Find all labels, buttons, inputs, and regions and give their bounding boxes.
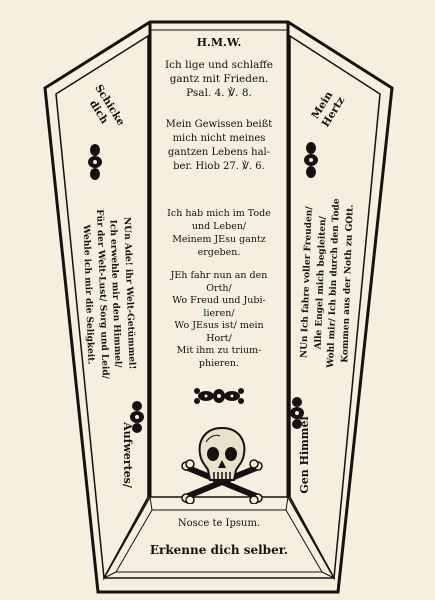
verse-psalm: Ich lige und schlaffe gantz mit Frieden.… — [150, 58, 288, 100]
verse-line: ergeben. — [197, 247, 241, 258]
verse-line: JEh fahr nun an den — [170, 270, 268, 281]
verse-line: Meinem JEsu gantz — [172, 234, 266, 245]
verse-line: Mit ihm zu trium- — [176, 345, 262, 356]
verse-line: Orth/ — [206, 282, 232, 294]
verse-line: Ich hab mich im Tode — [167, 208, 271, 219]
verse-line: gantzen Lebens hal- — [167, 147, 271, 158]
verse-line: phieren. — [198, 357, 240, 369]
latin-motto: Nosce te Ipsum. — [177, 518, 261, 529]
flower-ornament-icon — [194, 388, 244, 404]
verse-line: Wo Freud und Jubi- — [172, 295, 266, 306]
flower-ornament-icon — [88, 144, 102, 180]
german-motto: Erkenne dich selber. — [149, 543, 289, 557]
right-bottom-label: Gen Himmel — [298, 416, 311, 494]
verse-line: Psal. 4. ℣. 8. — [186, 87, 252, 99]
verse-line: mich nicht meines — [172, 133, 266, 144]
verse-line: gantz mit Frieden. — [169, 73, 269, 85]
flower-ornament-icon — [290, 397, 304, 429]
verse-line: ber. Hiob 27. ℣. 6. — [173, 161, 265, 172]
flower-ornament-icon — [130, 401, 144, 433]
verse-line: Mein Gewissen beißt — [165, 119, 273, 130]
verse-line: Wo JEsus ist/ mein — [174, 320, 264, 331]
verse-line: Ich lige und schlaffe — [164, 59, 274, 71]
verse-hiob: Mein Gewissen beißt mich nicht meines ga… — [150, 118, 288, 174]
verse-line: lieren/ — [203, 307, 235, 319]
right-main-verse: NUn Ich fahre voller Freuden/ Alle Engel… — [297, 167, 361, 399]
left-main-verse: NUn Ade! ihr Welt-Getümmel! Ich erwehle … — [75, 178, 139, 410]
verse-line: Hort/ — [206, 332, 232, 344]
left-bottom-label: Aufwertes/ — [121, 422, 134, 488]
flower-ornament-icon — [304, 142, 318, 178]
verse-line: und Leben/ — [191, 221, 247, 232]
initials: H.M.W. — [196, 36, 242, 49]
verse-ergeben: Ich hab mich im Tode und Leben/ Meinem J… — [150, 207, 288, 259]
verse-triumph: JEh fahr nun an den Orth/ Wo Freud und J… — [150, 270, 288, 370]
skull-and-crossbones-icon — [181, 426, 263, 504]
